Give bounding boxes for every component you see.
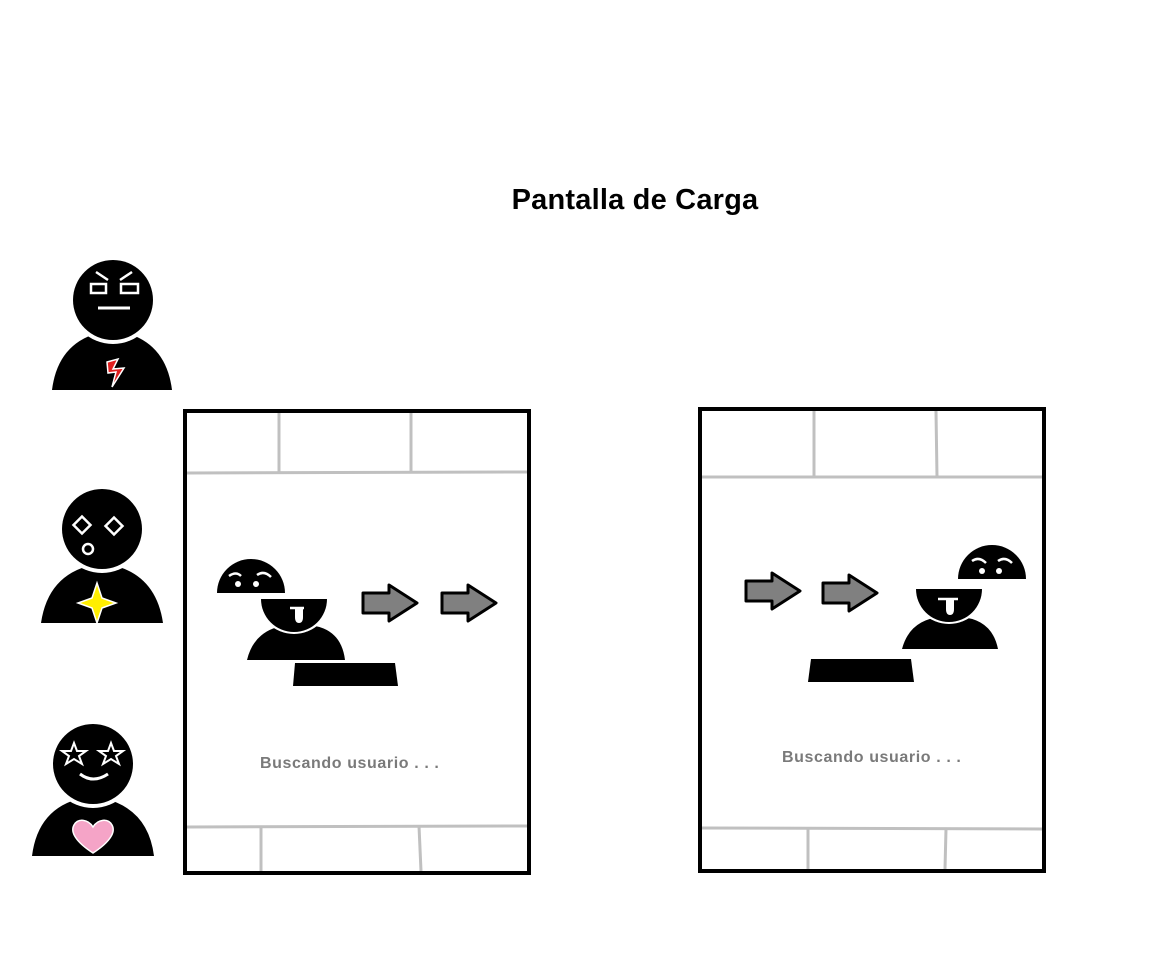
user-icon-tongue [247,597,345,660]
heart-icon [72,819,114,854]
status-text: Buscando usuario . . . [260,755,440,772]
avatar-surprised [40,485,164,630]
arrow-right-icon [821,573,879,613]
sparkle-icon [75,580,119,626]
bottom-tab-bar [187,824,527,871]
arrow-right-icon [744,571,802,611]
desk-icon [808,659,914,682]
user-icon-peeking [217,559,285,593]
lightning-bolt-icon [106,357,126,388]
loading-screen-mockup: Buscando usuario . . . [183,409,531,875]
user-icon-tongue [902,587,998,649]
status-text: Buscando usuario . . . [782,749,962,766]
top-tab-bar [702,411,1042,479]
arrow-right-icon [440,583,498,623]
avatar-angry [50,256,174,397]
bottom-tab-bar [702,826,1042,869]
desk-icon [293,663,398,686]
loading-screen-mockup: Buscando usuario . . . [698,407,1046,873]
page-title: Pantalla de Carga [511,184,759,216]
arrow-right-icon [361,583,419,623]
user-icon-peeking [958,545,1026,579]
avatar-star-struck [30,720,156,863]
top-tab-bar [187,413,527,475]
